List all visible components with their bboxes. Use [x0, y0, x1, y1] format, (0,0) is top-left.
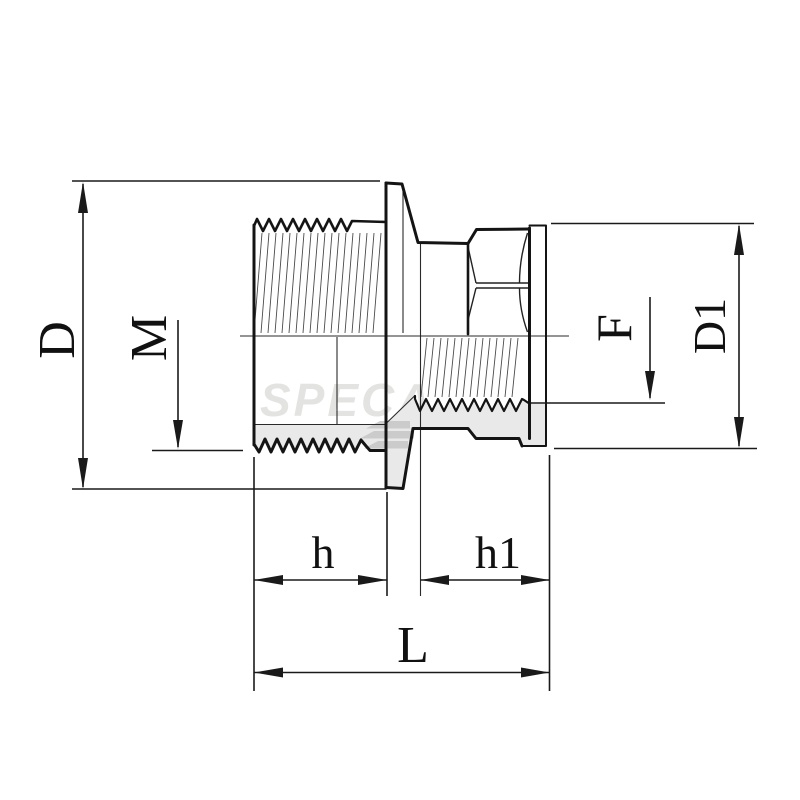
arrow-right-icon	[358, 575, 387, 585]
female-thread-hatch	[420, 337, 519, 398]
dimensions	[72, 180, 757, 691]
male-thread-crest	[252, 217, 388, 233]
label-D: D	[29, 321, 86, 359]
arrow-up-icon	[78, 182, 88, 213]
thread-hatching	[253, 232, 519, 398]
body-outlines	[252, 181, 547, 490]
hex-corner-arc	[518, 287, 529, 333]
hex-chamfer-line	[467, 246, 477, 284]
arrow-left-icon	[420, 575, 449, 585]
label-M: M	[121, 315, 178, 361]
arrow-down-icon	[78, 458, 88, 489]
label-h1: h1	[475, 527, 521, 578]
collar-top-profile	[384, 181, 531, 245]
hex-corner-arc	[518, 232, 529, 284]
arrow-down-icon	[734, 417, 744, 448]
hex-details	[467, 232, 529, 333]
female-thread-section-profile	[413, 394, 532, 413]
socket-rim-outline	[521, 224, 547, 447]
arrow-right-icon	[521, 667, 550, 678]
arrow-down-icon	[645, 371, 655, 400]
arrow-up-icon	[734, 224, 744, 255]
collar-and-female-section-fill	[385, 395, 546, 489]
arrow-down-icon	[173, 420, 183, 449]
dimension-arrowheads	[78, 182, 744, 678]
label-D1: D1	[684, 298, 735, 354]
arrow-left-icon	[254, 575, 283, 585]
arrow-right-icon	[521, 575, 550, 585]
male-thread-hatch	[253, 232, 382, 334]
arrow-left-icon	[254, 667, 283, 678]
chevron-left-icon	[366, 421, 410, 429]
collar-bottom-section-profile	[384, 427, 524, 490]
label-h: h	[312, 527, 335, 578]
label-L: L	[397, 617, 429, 674]
inner-cone-line	[384, 395, 416, 425]
thin-lines	[240, 186, 569, 596]
label-F: F	[586, 314, 642, 342]
male-thread-section-profile	[252, 437, 388, 454]
hex-chamfer-line	[467, 287, 477, 321]
dimension-labels: D M F D1 h h1 L	[29, 298, 735, 674]
